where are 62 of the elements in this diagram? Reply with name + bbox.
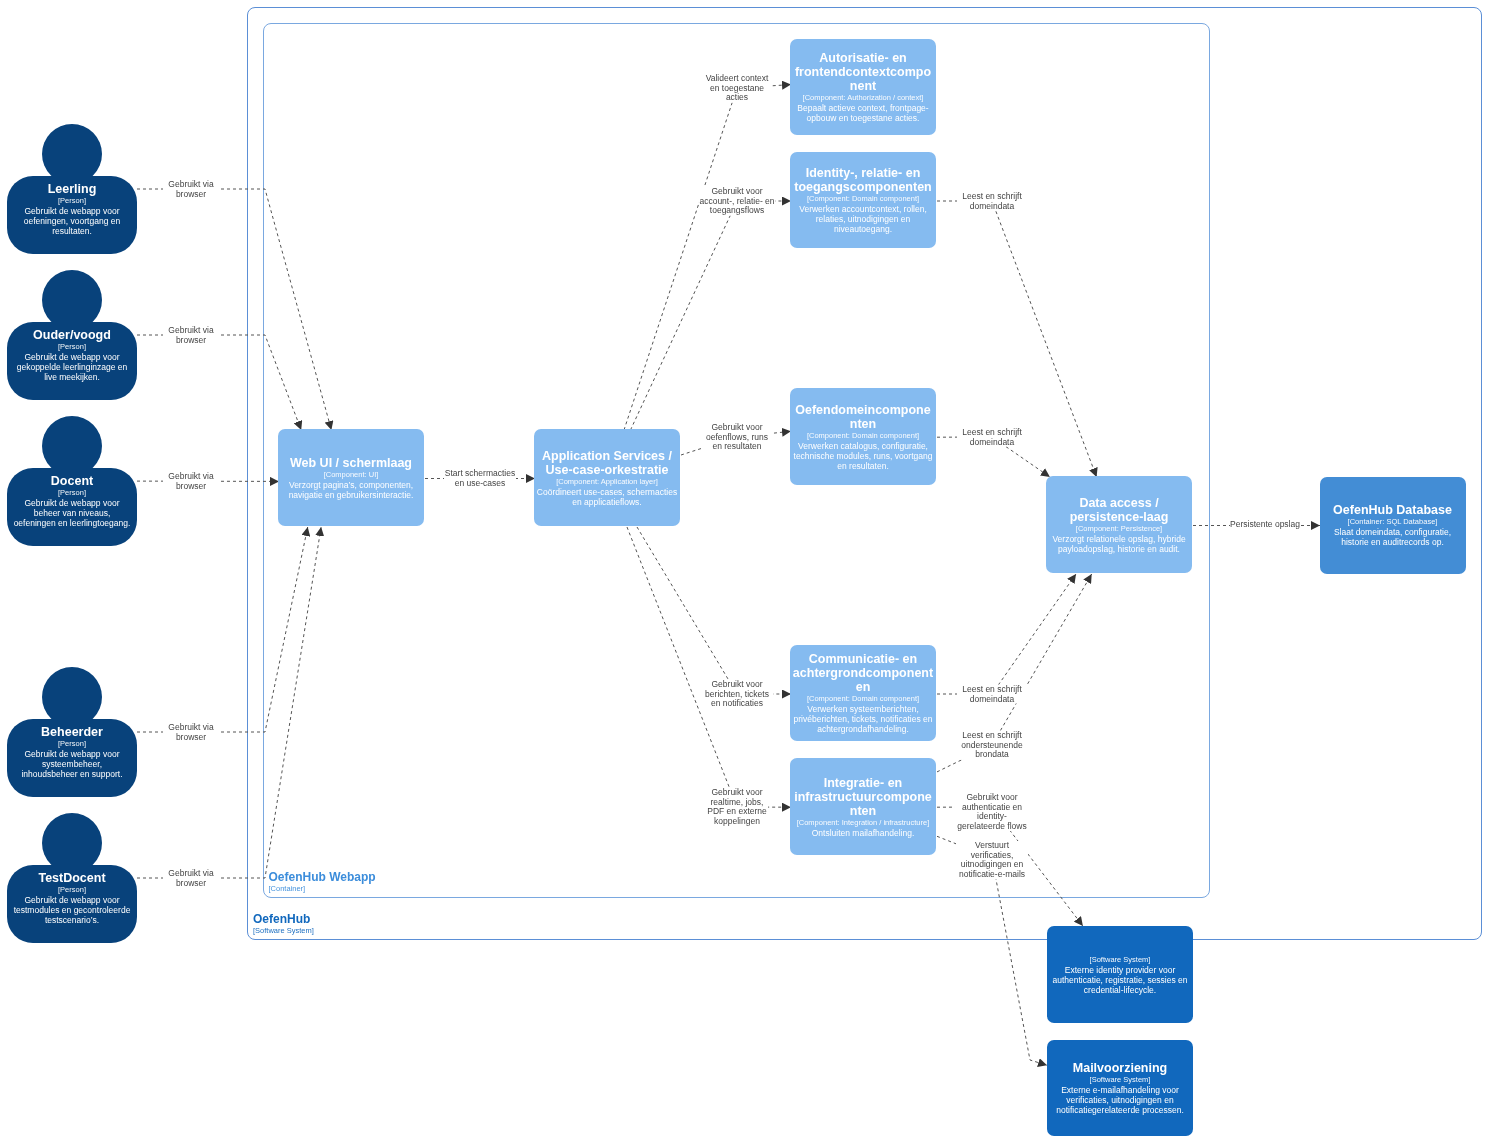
description: Externe identity provider voor authenticatie, registratie, sessies en credential-lifecycle. [1051, 964, 1189, 995]
description: Externe e-mailafhandeling voor verificaties, uitnodigingen en notificatiegerelateerde processen. [1055, 1085, 1185, 1115]
edge-label: Verstuurt verificaties, uitnodigingen en notificatie-e-mails [956, 841, 1028, 879]
description: Gebruikt de webapp voor gekoppelde leerlinginzage en live meekijken. [15, 352, 129, 382]
component-title: Integratie- en infrastructuurcomponenten [793, 775, 933, 818]
component-box [790, 152, 936, 248]
description: Verwerken accountcontext, rollen, relaties, uitnodigingen en niveautoegang. [798, 204, 928, 234]
component-title: Web UI / schermlaag [289, 455, 412, 470]
edge-label: Gebruikt via browser [163, 179, 219, 199]
description: Gebruikt de webapp voor systeembeheer, inhoudsbeheer en support. [20, 749, 124, 779]
component-box [790, 758, 936, 855]
edge-label: Gebruikt via browser [163, 325, 219, 345]
component-box [534, 429, 680, 526]
dependency-arrow [626, 526, 792, 812]
description: Coördineert use-cases, schermacties en applicatieflows. [536, 486, 678, 507]
component-title: Mailvoorziening [1072, 1061, 1168, 1075]
person-name: Leerling [47, 182, 97, 196]
edge-label: Gebruikt via browser [163, 471, 219, 491]
description: Verwerken catalogus, configuratie, technische modules, runs, voortgang en resultaten. [792, 440, 934, 471]
external-system-box [1047, 926, 1193, 1023]
description: Gebruikt de webapp voor testmodules en gecontroleerde testscenario’s. [13, 895, 131, 925]
component-title: Application Services / Use-case-orkestratie [541, 448, 673, 477]
edge-label: Leest en schrijft domeindata [957, 684, 1027, 704]
dependency-arrow [936, 200, 1098, 478]
description: Bepaalt actieve context, frontpage-opbouw en toegestane acties. [796, 103, 930, 123]
component-title: Identity-, relatie- en toegangscomponenten [793, 166, 933, 194]
person-name: Beheerder [41, 725, 103, 739]
component-box [278, 429, 424, 526]
description: Slaat domeindata, configuratie, historie en auditrecords op. [1332, 527, 1453, 547]
description: Verwerken systeemberichten, privéberichten, tickets, notificaties en achtergrondafhandeling. [792, 704, 934, 734]
dependency-arrow [136, 526, 325, 879]
edge-label: Gebruikt voor authenticatie en identity-gerelateerde flows [955, 793, 1029, 831]
edge-label: Gebruikt voor realtime, jobs, PDF en externe koppelingen [706, 788, 768, 826]
edge-label: Gebruikt via browser [163, 722, 219, 742]
component-box [790, 388, 936, 485]
description: Ontsluiten mailafhandeling. [811, 827, 915, 838]
component-title: Oefendomeincomponenten [794, 402, 932, 431]
boundary-title: OefenHub [253, 912, 311, 926]
person-name: Ouder/voogd [33, 328, 111, 342]
person-name: Docent [50, 474, 94, 488]
description: Verzorgt relationele opslag, hybride payloadopslag, historie en audit. [1051, 533, 1187, 554]
description: Gebruikt de webapp voor beheer van niveaus, oefeningen en leerlingtoegang. [13, 498, 131, 528]
dependency-arrow [623, 80, 792, 431]
boundary-title: OefenHub Webapp [268, 869, 376, 884]
edge-label: Gebruikt voor account-, relatie- en toegangsflows [699, 186, 775, 216]
component-title: OefenHub Database [1333, 503, 1452, 517]
external-system-box [1047, 1040, 1193, 1136]
edge-label: Persistente opslag [1230, 520, 1300, 530]
description: Gebruikt de webapp voor oefeningen, voortgang en resultaten. [22, 206, 122, 236]
person-name: TestDocent [38, 871, 106, 885]
component-box [790, 645, 936, 741]
component-title: Data access / persistence-laag [1068, 495, 1170, 524]
edge-label: Gebruikt voor oefenflows, runs en resultaten [702, 422, 772, 452]
component-title: Autorisatie- en frontendcontextcomponent [793, 51, 933, 93]
component-box [790, 39, 936, 135]
database-box [1319, 476, 1466, 574]
edge-label: Gebruikt via browser [163, 868, 219, 888]
component-box [1046, 476, 1192, 573]
edge-label: Valideert context en toegestane acties [704, 73, 770, 103]
description: Verzorgt pagina’s, componenten, navigatie en gebruikersinteractie. [287, 479, 415, 500]
edge-label: Start schermacties en use-cases [444, 468, 516, 488]
component-title: Communicatie- en achtergrondcomponenten [792, 652, 934, 694]
